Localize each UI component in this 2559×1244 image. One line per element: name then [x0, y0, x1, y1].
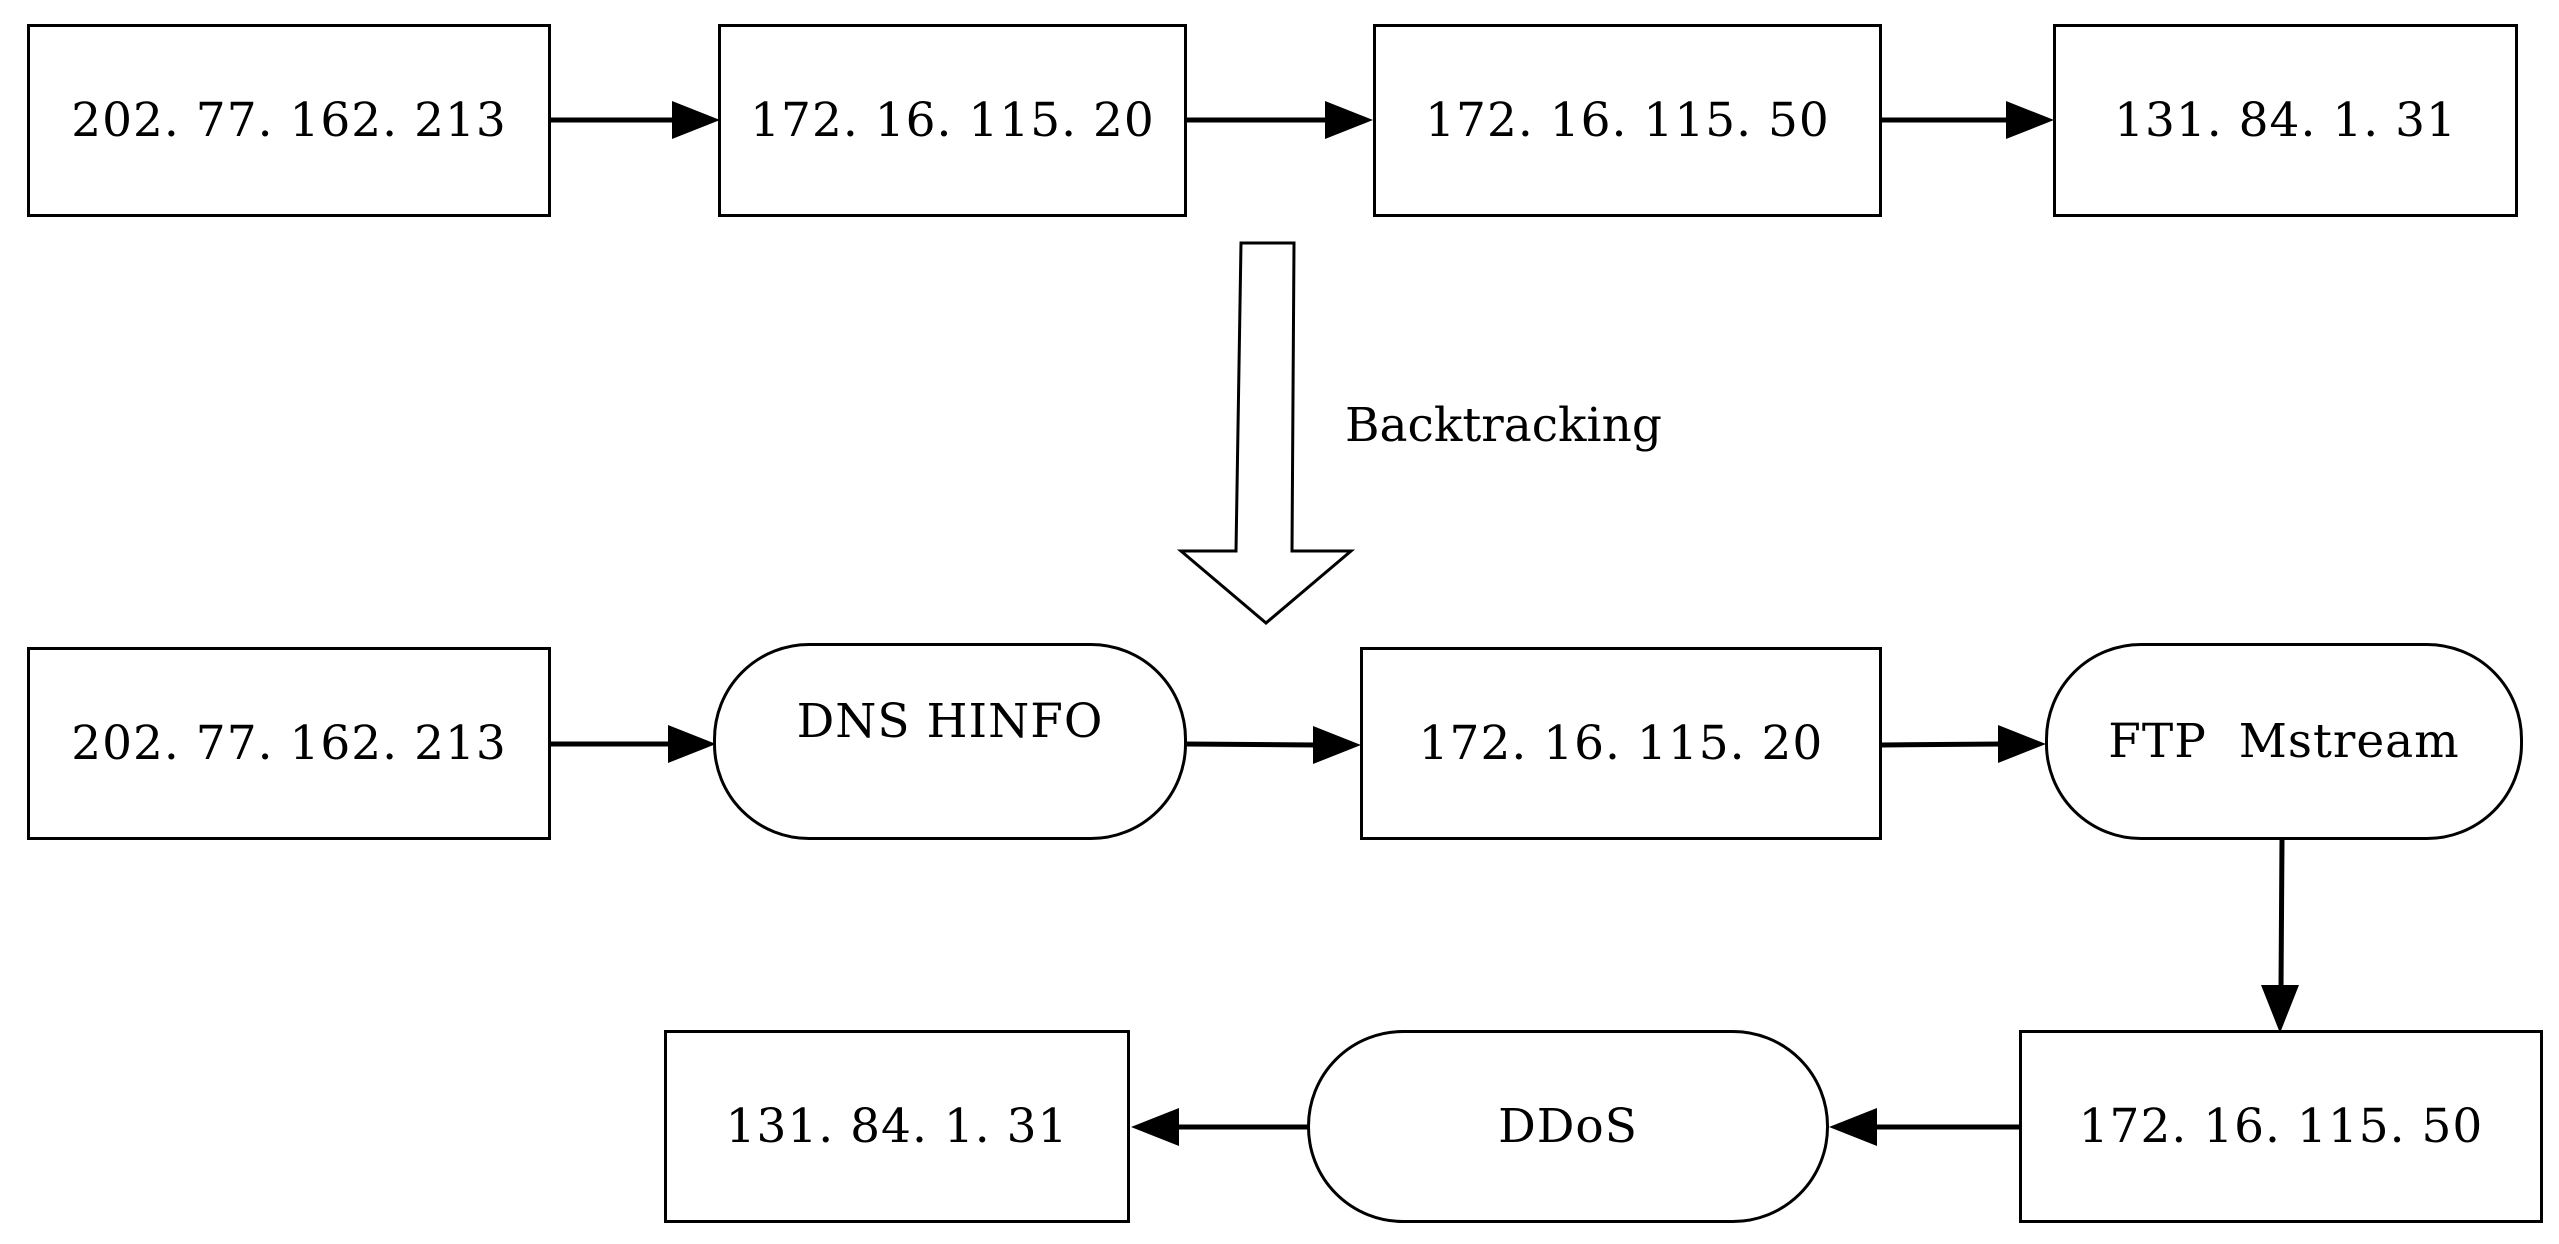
- node-label: DDoS: [1498, 1099, 1638, 1154]
- chain-arrow-3: [1881, 725, 2046, 763]
- chain-node-ddos: DDoS: [1307, 1030, 1829, 1223]
- top-arrow-1: [549, 101, 720, 139]
- node-label: 131. 84. 1. 31: [725, 1099, 1069, 1154]
- chain-node-hop-2: 172. 16. 115. 50: [2019, 1030, 2543, 1223]
- chain-node-target-ip: 131. 84. 1. 31: [664, 1030, 1130, 1223]
- chain-arrow-2: [1184, 726, 1361, 764]
- node-label: 172. 16. 115. 50: [1425, 93, 1830, 148]
- node-label: FTP Mstream: [2108, 714, 2460, 769]
- chain-arrow-6: [1131, 1108, 1308, 1146]
- backtracking-label: Backtracking: [1345, 398, 1662, 453]
- node-label: DNS HINFO: [796, 694, 1104, 749]
- node-label: 202. 77. 162. 213: [71, 93, 507, 148]
- chain-node-hop-1: 172. 16. 115. 20: [1360, 647, 1882, 840]
- node-label: 172. 16. 115. 20: [1418, 716, 1824, 771]
- top-arrow-2: [1185, 101, 1373, 139]
- chain-node-source-ip: 202. 77. 162. 213: [27, 647, 551, 840]
- chain-node-ftp-mstream: FTP Mstream: [2045, 643, 2523, 840]
- top-node-source-ip: 202. 77. 162. 213: [27, 24, 551, 217]
- top-node-hop-1: 172. 16. 115. 20: [718, 24, 1187, 217]
- node-label: 172. 16. 115. 50: [2078, 1099, 2484, 1154]
- chain-arrow-1: [549, 725, 716, 763]
- node-label: 131. 84. 1. 31: [2114, 93, 2457, 148]
- backtracking-arrow: [1176, 241, 1356, 625]
- top-node-hop-2: 172. 16. 115. 50: [1373, 24, 1882, 217]
- chain-arrow-4: [2261, 838, 2299, 1033]
- node-label: 202. 77. 162. 213: [71, 716, 507, 771]
- chain-node-dns-hinfo: DNS HINFO: [713, 643, 1187, 840]
- chain-arrow-5: [1829, 1108, 2019, 1146]
- top-node-target-ip: 131. 84. 1. 31: [2053, 24, 2518, 217]
- top-arrow-3: [1880, 101, 2054, 139]
- node-label: 172. 16. 115. 20: [750, 93, 1155, 148]
